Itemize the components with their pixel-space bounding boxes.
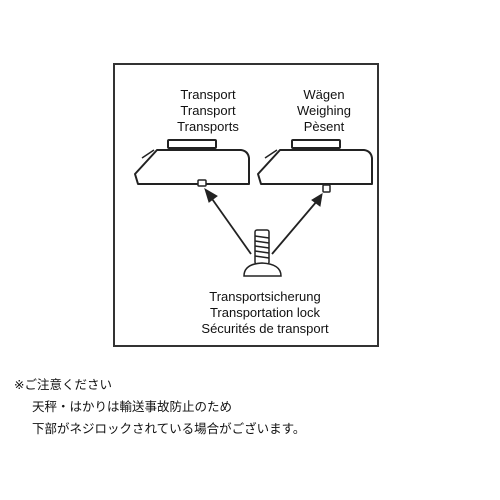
transport-label-de: Transport — [180, 87, 236, 102]
arrowhead-left — [204, 187, 218, 203]
arrows — [204, 187, 323, 255]
instruction-figure — [113, 63, 379, 347]
transport-label-en: Transport — [180, 103, 236, 118]
notice-line-1: 天秤・はかりは輸送事故防止のため — [32, 399, 233, 414]
scale-transport-icon — [134, 139, 250, 187]
transport-label-fr: Transports — [177, 119, 239, 134]
notice-line-2: 下部がネジロックされている場合がございます。 — [32, 421, 306, 436]
weighing-label-fr: Pèsent — [303, 119, 345, 134]
weighing-label-en: Weighing — [297, 103, 351, 118]
lock-label-fr: Sécurités de transport — [201, 321, 329, 336]
lock-label-de: Transportsicherung — [209, 289, 321, 304]
arrow-right — [271, 200, 318, 255]
weighing-label-de: Wägen — [303, 87, 345, 102]
lock-label-en: Transportation lock — [209, 305, 321, 320]
scale-weighing-icon — [257, 139, 373, 193]
arrowhead-right — [311, 193, 323, 207]
arrow-left — [209, 195, 252, 255]
notice-heading: ※ご注意ください — [14, 377, 112, 392]
notice-text: ※ご注意ください 天秤・はかりは輸送事故防止のため 下部がネジロックされている場… — [14, 374, 486, 440]
lock-screw-icon — [243, 229, 282, 277]
